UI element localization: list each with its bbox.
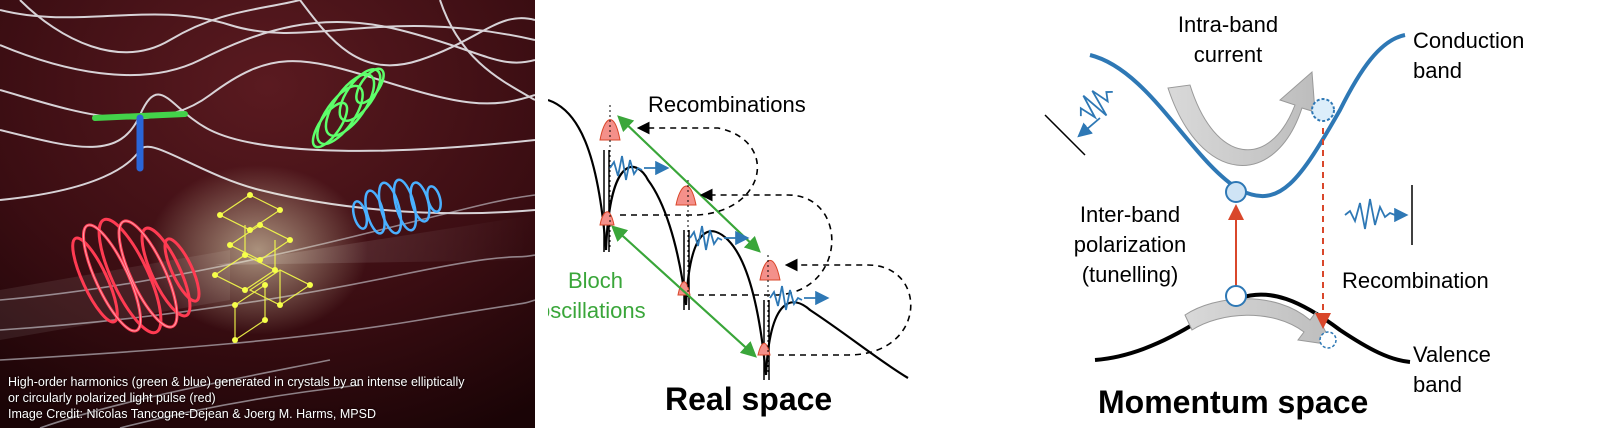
inter-band-label-line-2: polarization	[1074, 232, 1187, 257]
artistic-illustration-panel: High-order harmonics (green & blue) gene…	[0, 0, 536, 429]
crystal-glow	[148, 165, 368, 335]
real-space-title: Real space	[665, 381, 832, 417]
real-space-diagram: Recombinations Bloch oscillations Real s…	[538, 92, 912, 417]
momentum-space-title: Momentum space	[1098, 384, 1368, 420]
intra-band-current-arrow	[1167, 70, 1316, 166]
caption-line-3: Image Credit: Nicolas Tancogne-Dejean & …	[8, 407, 376, 421]
hole-recombining-circle	[1319, 331, 1337, 349]
real-space-panel: Recombinations Bloch oscillations Real s…	[538, 0, 948, 431]
bloch-label-line-1: Bloch	[568, 268, 623, 293]
valence-band-curve	[1094, 292, 1411, 364]
image-caption: High-order harmonics (green & blue) gene…	[8, 374, 528, 422]
caption-line-2: or circularly polarized light pulse (red…	[8, 391, 216, 405]
intra-band-label-line-2: current	[1194, 42, 1262, 67]
t-shaped-marker	[92, 111, 188, 172]
recombinations-label: Recombinations	[648, 92, 806, 117]
intra-band-emission	[1044, 90, 1113, 156]
bloch-arrows	[611, 115, 761, 358]
momentum-space-diagram: Intra-band current Conduction band Inter…	[1044, 12, 1524, 420]
valence-label-line-1: Valence	[1413, 342, 1491, 367]
valence-current-arrow	[1184, 298, 1333, 346]
bloch-label-line-2: oscillations	[548, 298, 646, 323]
recombination-paths	[620, 121, 912, 356]
electron-recombining-circle	[1311, 98, 1335, 122]
inter-band-label-line-1: Inter-band	[1080, 202, 1180, 227]
conduction-band-curve	[1089, 33, 1406, 198]
red-pulse-core	[83, 220, 178, 332]
conduction-label-line-2: band	[1413, 58, 1462, 83]
hole-circle	[1225, 285, 1247, 307]
blue-harmonic-helix	[351, 178, 442, 235]
recombination-emission	[1344, 185, 1413, 245]
valence-label-line-2: band	[1413, 372, 1462, 397]
lattice-sites	[603, 150, 770, 380]
recombination-label: Recombination	[1342, 268, 1489, 293]
inter-band-label-line-3: (tunelling)	[1082, 262, 1179, 287]
hhg-artwork	[0, 0, 536, 429]
guide-lines	[609, 105, 769, 375]
intra-band-label-line-1: Intra-band	[1178, 12, 1278, 37]
caption-line-1: High-order harmonics (green & blue) gene…	[8, 375, 465, 389]
emitted-pulses	[609, 155, 830, 311]
crystal-atoms	[212, 192, 313, 343]
momentum-space-panel: Intra-band current Conduction band Inter…	[1040, 0, 1600, 431]
electron-circle	[1225, 181, 1247, 203]
green-harmonic-helix	[311, 67, 385, 149]
potential-curves	[547, 98, 909, 379]
conduction-label-line-1: Conduction	[1413, 28, 1524, 53]
